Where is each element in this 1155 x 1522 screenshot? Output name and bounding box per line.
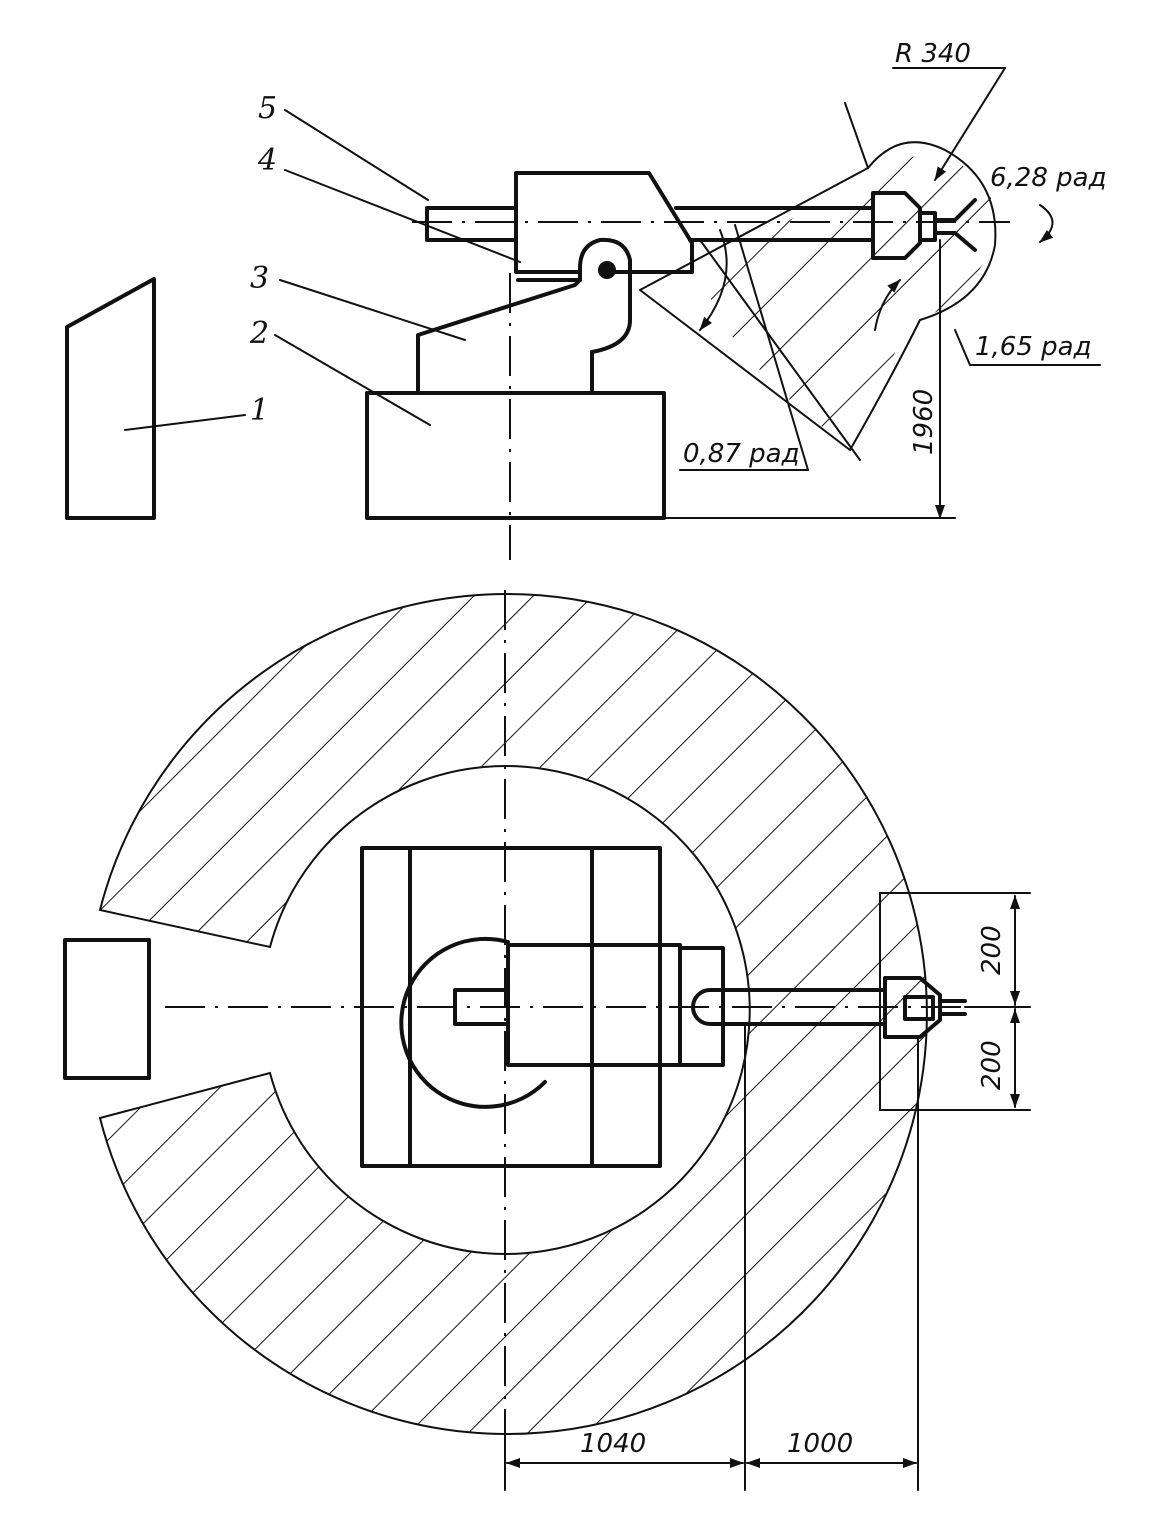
leader-3 [279,279,466,341]
label-2: 2 [249,316,269,351]
angle-arm-leader [734,224,809,471]
rotation-wrist-arrow [1039,204,1054,243]
r340-text: R 340 [895,39,971,69]
part-1-plan [63,938,151,1080]
angle-arm-text: 0,87 рад [683,439,800,469]
label-4: 4 [257,143,277,178]
label-5: 5 [258,91,277,126]
label-1: 1 [250,393,269,428]
side-wrist [871,191,922,260]
angle-wrist-arc [874,279,901,331]
part-5-rod-left [425,206,518,242]
side-view: 1960 5 4 3 2 1 R 340 6,28 рад 1,65 рад 0… [65,39,1107,560]
reach-outer-text: 1000 [787,1429,853,1459]
leader-5 [284,109,429,201]
gripper-plan-fingers [938,999,967,1016]
height-dimension-text: 1960 [909,389,939,455]
part-1-body [65,277,156,520]
part-5-rod-right [674,206,875,242]
leader-1 [124,414,246,431]
side-zone-line-steep [844,102,869,169]
dim200-top-text: 200 [977,925,1007,975]
leader-2 [274,334,431,426]
part-2-base [365,391,666,520]
side-gripper [918,198,977,252]
column-plan-circle [399,936,547,1109]
workspace-ring-hatched [98,593,928,1435]
arm-angle-arc [699,229,728,331]
side-work-zone-outline [639,141,997,451]
angle-wrist-text: 1,65 рад [975,332,1092,362]
label-3: 3 [250,261,269,296]
top-view: 200 200 1040 1000 [63,590,1031,1491]
leader-4 [284,169,521,263]
angle-wrist-leader [954,329,971,366]
dim200-bottom-text: 200 [977,1040,1007,1090]
reach-inner-text: 1040 [580,1429,646,1459]
side-zone-line-diag [699,239,861,461]
part-3-column [416,237,632,395]
r340-leader [934,67,1006,181]
shoulder-joint [598,261,616,279]
rotation-wrist-text: 6,28 рад [990,163,1107,193]
wrist-plan [883,976,942,1039]
